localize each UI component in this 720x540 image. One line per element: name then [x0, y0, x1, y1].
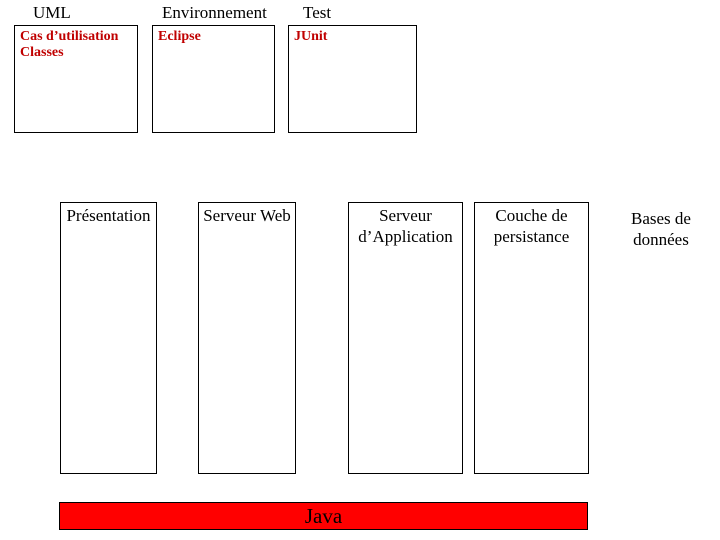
- category-header-uml: UML: [33, 3, 71, 22]
- test-tools-label: JUnit: [294, 29, 328, 44]
- test-tools-box: JUnit: [288, 25, 417, 133]
- category-header-test: Test: [303, 3, 332, 22]
- environnement-tools-label: Eclipse: [158, 29, 201, 44]
- tier-box-couche-persistance: Couche de persistance: [474, 202, 589, 474]
- environnement-tools-box: Eclipse: [152, 25, 275, 133]
- tier-label-bases-donnees: Bases de données: [612, 202, 710, 474]
- category-header-environnement: Environnement: [162, 3, 267, 22]
- java-platform-label: Java: [304, 503, 343, 528]
- tier-box-serveur-application: Serveur d’Application: [348, 202, 463, 474]
- uml-tools-box: Cas d’utilisation Classes: [14, 25, 138, 133]
- java-platform-bar: Java: [59, 502, 588, 530]
- uml-tools-label: Cas d’utilisation Classes: [20, 29, 119, 60]
- tier-box-presentation: Présentation: [60, 202, 157, 474]
- tier-box-serveur-web: Serveur Web: [198, 202, 296, 474]
